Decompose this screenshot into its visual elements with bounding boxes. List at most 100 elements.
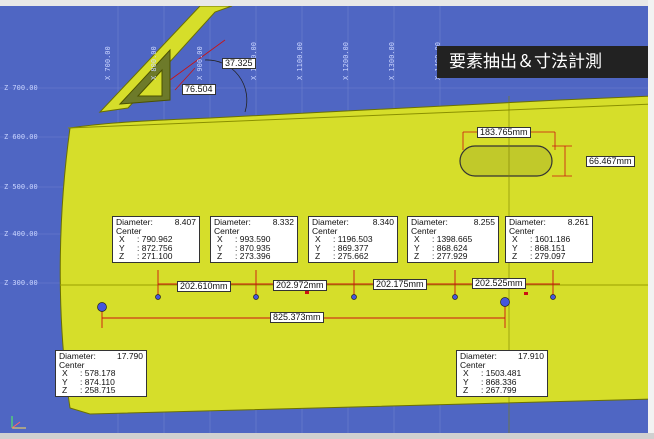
x-axis-tick: X 1200.00 bbox=[342, 42, 350, 80]
diameter-label: Diameter: bbox=[59, 351, 96, 361]
diameter-label: Diameter: bbox=[411, 217, 448, 227]
z-axis-tick: Z 300.00 bbox=[4, 279, 38, 287]
y-letter: Y bbox=[119, 242, 125, 253]
hole-info-box[interactable]: Diameter:8.407 Center X: 790.962 Y: 872.… bbox=[112, 216, 200, 263]
x-value: : 1398.665 bbox=[432, 234, 473, 245]
hole-info-box[interactable]: Diameter: 8.332 Center X : 993.590 Y : 870.… bbox=[210, 216, 298, 263]
x-axis-tick: X 1100.00 bbox=[296, 42, 304, 80]
diameter-value: 8.255 bbox=[473, 217, 495, 227]
x-value: : 1196.503 bbox=[333, 234, 373, 245]
feature-extraction-banner: 要素抽出＆寸法計測 bbox=[437, 46, 654, 78]
hole-markers bbox=[97, 294, 556, 312]
x-value: : 790.962 bbox=[137, 234, 173, 245]
z-value: : 271.100 bbox=[137, 251, 173, 262]
large-hole-info-box[interactable]: Diameter:17.790 Center X: 578.178 Y: 874… bbox=[55, 350, 147, 397]
z-axis-tick: Z 400.00 bbox=[4, 230, 38, 238]
diameter-value: 17.910 bbox=[518, 351, 544, 361]
hole-pitch-label[interactable]: 202.175mm bbox=[373, 279, 427, 290]
center-label: Center bbox=[509, 225, 535, 236]
x-letter: X bbox=[463, 368, 469, 379]
z-letter: Z bbox=[512, 251, 518, 262]
center-label: Center bbox=[460, 359, 486, 370]
diameter-label: Diameter: bbox=[116, 217, 153, 227]
diameter-value: 8.340 bbox=[372, 217, 394, 227]
small-red-dots bbox=[305, 291, 528, 295]
z-axis-tick: Z 500.00 bbox=[4, 183, 38, 191]
z-value: : 279.097 bbox=[530, 251, 566, 262]
diameter-value: 17.790 bbox=[117, 351, 143, 361]
y-letter: Y bbox=[463, 376, 469, 387]
center-label: Center bbox=[312, 225, 338, 236]
y-value: : 868.151 bbox=[530, 242, 566, 253]
hole-marker bbox=[351, 294, 357, 300]
hole-marker bbox=[253, 294, 259, 300]
hole-marker bbox=[452, 294, 458, 300]
hole-marker bbox=[155, 294, 161, 300]
handle-opening bbox=[459, 145, 553, 177]
y-letter: Y bbox=[315, 242, 321, 253]
hole-pitch-label[interactable]: 202.972mm bbox=[273, 280, 327, 291]
z-value: : 277.929 bbox=[432, 251, 468, 262]
diameter-label: Diameter: bbox=[214, 217, 251, 227]
x-axis-tick: X 800.00 bbox=[150, 46, 158, 80]
angle-top-label[interactable]: 37.325 bbox=[222, 58, 256, 69]
y-letter: Y bbox=[414, 242, 420, 253]
diameter-value: 8.261 bbox=[567, 217, 589, 227]
x-letter: X bbox=[512, 234, 518, 245]
z-value: : 273.396 bbox=[235, 251, 271, 262]
center-label: Center bbox=[59, 359, 85, 370]
z-letter: Z bbox=[414, 251, 420, 262]
large-hole-marker bbox=[97, 302, 107, 312]
y-value: : 874.110 bbox=[80, 376, 115, 387]
angle-left-label[interactable]: 76.504 bbox=[182, 84, 216, 95]
window-width-label[interactable]: 183.765mm bbox=[477, 127, 531, 138]
y-value: : 872.756 bbox=[137, 242, 173, 253]
z-letter: Z bbox=[217, 251, 223, 262]
large-hole-info-box[interactable]: Diameter:17.910 Center X: 1503.481 Y: 86… bbox=[456, 350, 548, 397]
window-height-label[interactable]: 66.467mm bbox=[586, 156, 635, 167]
y-letter: Y bbox=[62, 376, 68, 387]
diameter-value: 8.332 bbox=[272, 217, 294, 227]
x-letter: X bbox=[414, 234, 420, 245]
y-value: : 868.624 bbox=[432, 242, 468, 253]
angle-arc bbox=[204, 59, 248, 113]
x-letter: X bbox=[119, 234, 125, 245]
hole-span-label[interactable]: 825.373mm bbox=[270, 312, 324, 323]
y-letter: Y bbox=[512, 242, 518, 253]
z-letter: Z bbox=[119, 251, 125, 262]
x-value: : 993.590 bbox=[235, 234, 271, 245]
x-letter: X bbox=[217, 234, 223, 245]
hole-info-box[interactable]: Diameter:8.340 Center X: 1196.503 Y: 869… bbox=[308, 216, 398, 263]
z-letter: Z bbox=[315, 251, 321, 262]
hole-info-box[interactable]: Diameter: 8.255 Center X : 1398.665 Y : 868… bbox=[407, 216, 499, 263]
z-letter: Z bbox=[62, 385, 68, 396]
hole-info-box[interactable]: Diameter: 8.261 Center X : 1601.186 Y : 868… bbox=[505, 216, 593, 263]
large-hole-marker bbox=[500, 297, 510, 307]
hole-pitch-label[interactable]: 202.610mm bbox=[177, 281, 231, 292]
window-frame-bottom bbox=[0, 433, 654, 439]
diameter-label: Diameter: bbox=[312, 217, 349, 227]
x-axis-tick: X 700.00 bbox=[104, 46, 112, 80]
window-frame-top bbox=[0, 0, 654, 6]
diameter-label: Diameter: bbox=[509, 217, 546, 227]
y-value: : 868.336 bbox=[481, 376, 517, 387]
x-value: : 1601.186 bbox=[530, 234, 571, 245]
y-letter: Y bbox=[217, 242, 223, 253]
x-axis-tick: X 900.00 bbox=[196, 46, 204, 80]
hole-marker bbox=[550, 294, 556, 300]
x-letter: X bbox=[62, 368, 68, 379]
z-axis-tick: Z 600.00 bbox=[4, 133, 38, 141]
center-label: Center bbox=[411, 225, 437, 236]
center-label: Center bbox=[214, 225, 240, 236]
y-value: : 870.935 bbox=[235, 242, 271, 253]
z-letter: Z bbox=[463, 385, 469, 396]
hole-pitch-label[interactable]: 202.525mm bbox=[472, 278, 526, 289]
z-value: : 267.799 bbox=[481, 385, 517, 396]
z-axis-tick: Z 700.00 bbox=[4, 84, 38, 92]
diameter-value: 8.407 bbox=[174, 217, 196, 227]
z-value: : 258.715 bbox=[80, 385, 116, 396]
y-value: : 869.377 bbox=[333, 242, 369, 253]
axis-triad-icon bbox=[11, 416, 26, 429]
belt-line bbox=[67, 103, 654, 129]
